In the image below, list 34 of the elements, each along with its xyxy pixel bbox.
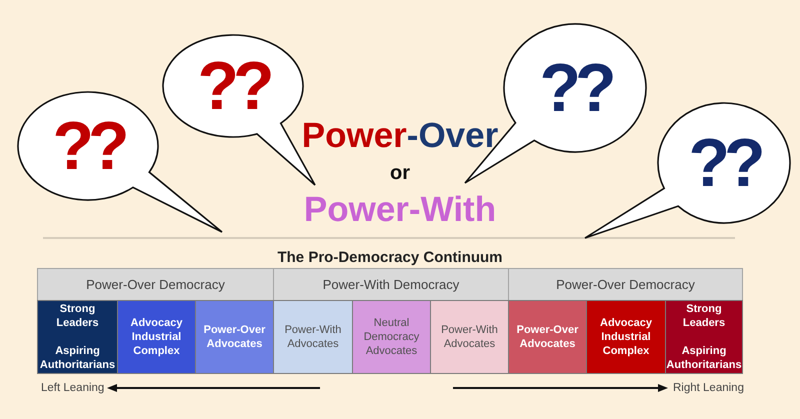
- continuum-segment: [430, 300, 509, 374]
- continuum-segment: [665, 300, 743, 374]
- question-marks: ??: [52, 112, 124, 180]
- continuum-segment: [508, 300, 587, 374]
- continuum-segment: [273, 300, 353, 374]
- segment-label: Power-Over Advocates: [516, 323, 580, 351]
- category-header: [273, 268, 509, 301]
- continuum-segment: [195, 300, 274, 374]
- segment-label: Power-With Advocates: [284, 323, 342, 351]
- segment-label: Strong Leaders: [55, 302, 100, 330]
- continuum-segment: [37, 300, 118, 374]
- direction-label: Left Leaning: [41, 381, 104, 395]
- table-heading: The Pro-Democracy Continuum: [277, 249, 503, 266]
- segment-label: Neutral Democracy Advocates: [362, 316, 420, 358]
- category-header: [37, 268, 274, 301]
- question-marks: ??: [688, 129, 760, 197]
- segment-label: Power-With Advocates: [440, 323, 499, 351]
- segment-label: Power-Over Advocates: [202, 323, 266, 351]
- direction-label: Right Leaning: [673, 381, 744, 395]
- question-marks: ??: [197, 52, 269, 120]
- continuum-segment: [586, 300, 666, 374]
- title: Power-Over or Power-With: [302, 116, 498, 230]
- continuum-segment: [117, 300, 196, 374]
- question-marks: ??: [539, 54, 611, 122]
- category-header: [508, 268, 743, 301]
- segment-label: Aspiring Authoritarians: [666, 344, 742, 372]
- segment-label: Aspiring Authoritarians: [38, 344, 116, 372]
- segment-label: Strong Leaders: [682, 302, 726, 330]
- continuum-segment: [352, 300, 431, 374]
- democracy-type-label: Power-Over Democracy: [86, 277, 225, 292]
- segment-label: Advocacy Industrial Complex: [130, 316, 184, 358]
- segment-label: Advocacy Industrial Complex: [599, 316, 653, 358]
- democracy-type-label: Power-Over Democracy: [556, 277, 695, 292]
- democracy-type-label: Power-With Democracy: [322, 277, 460, 292]
